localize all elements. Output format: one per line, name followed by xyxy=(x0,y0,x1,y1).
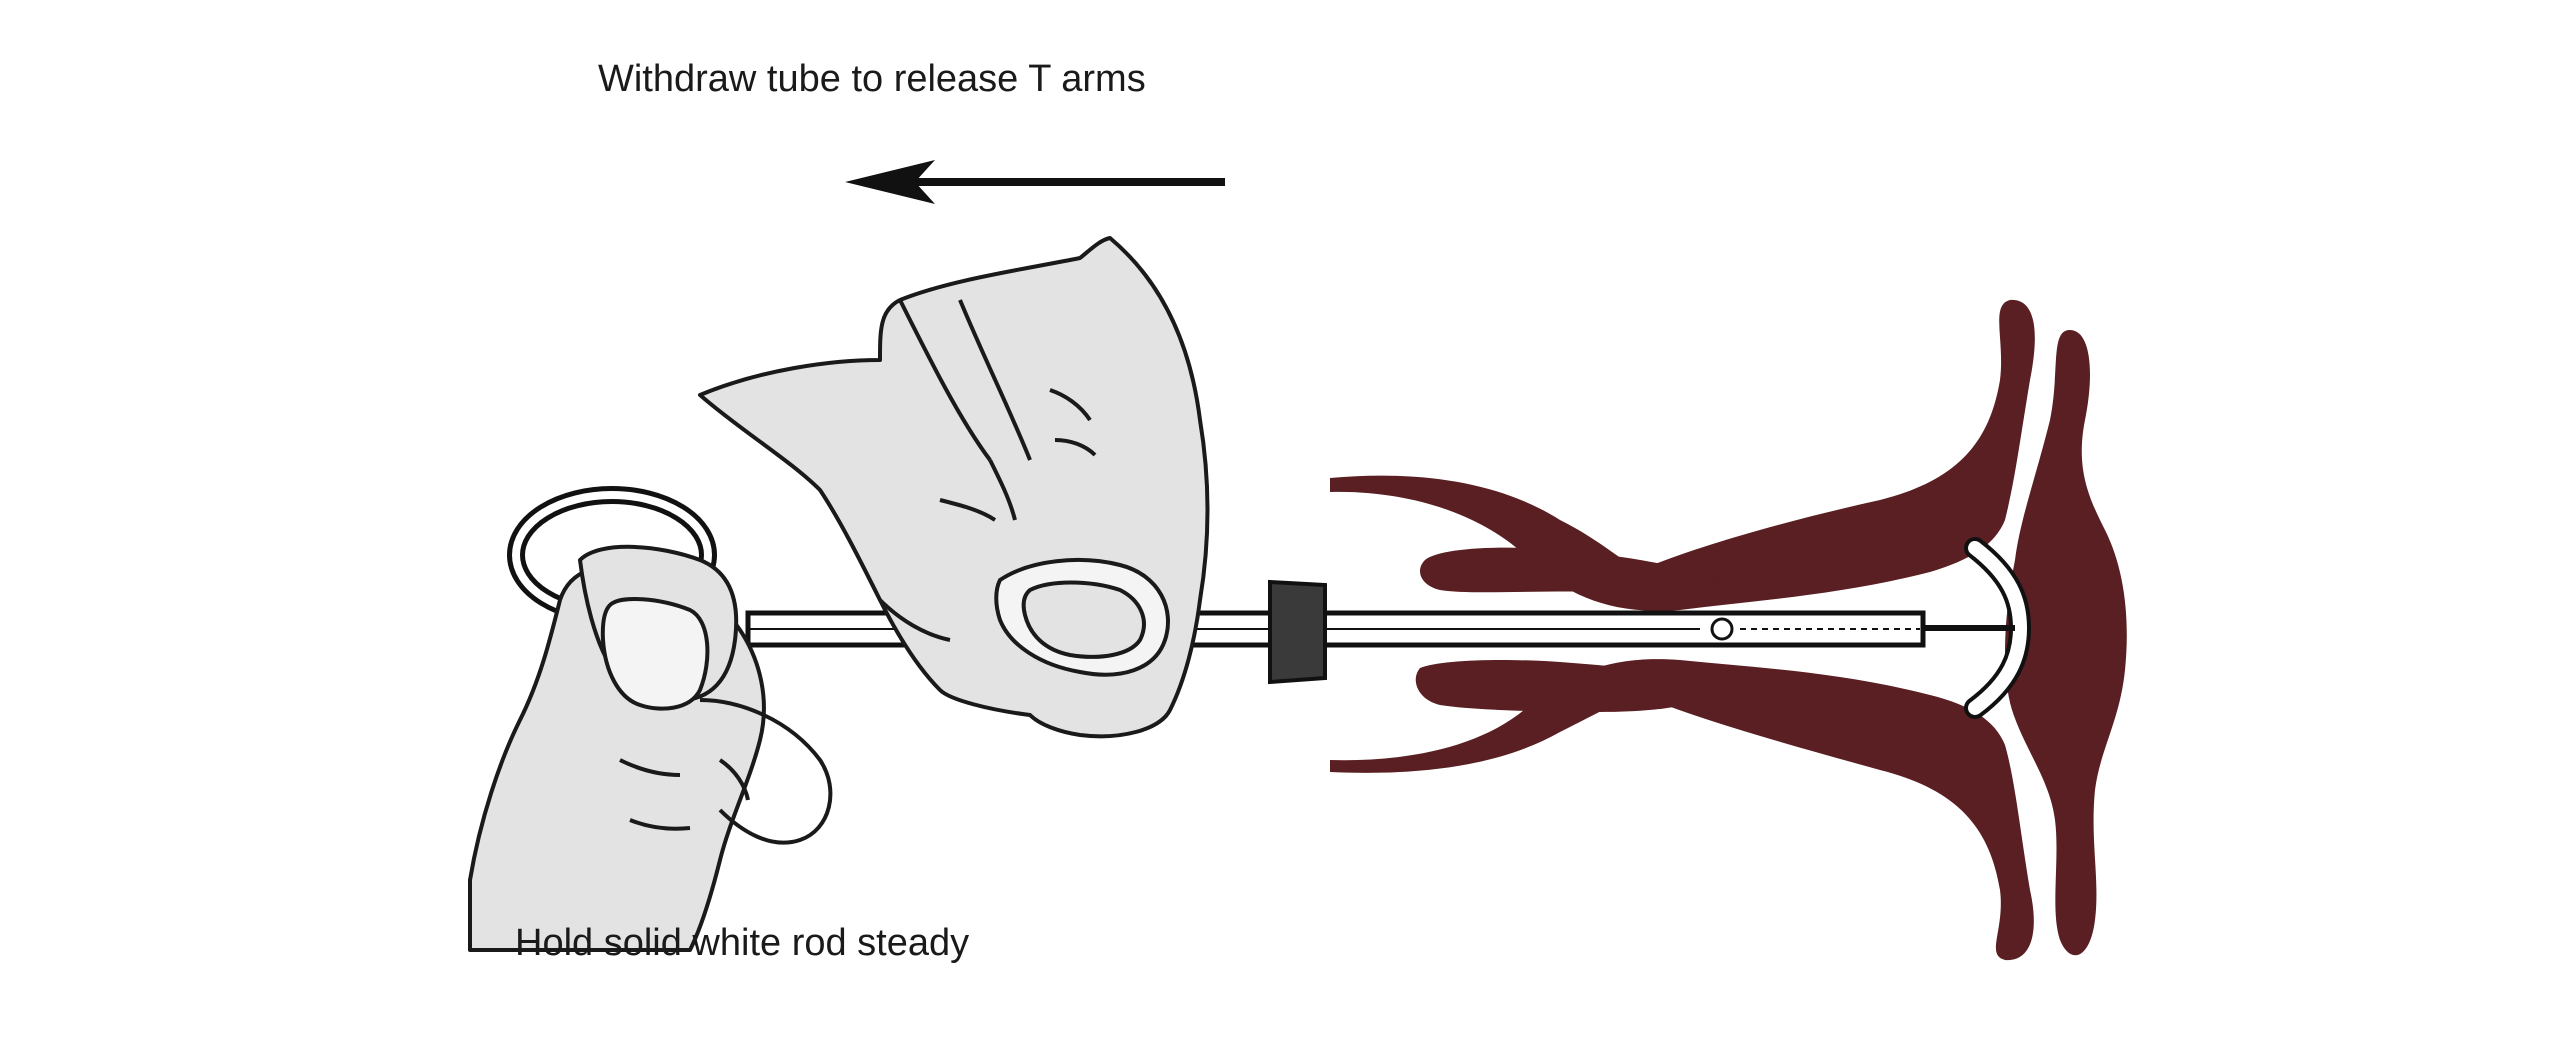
uterus-illustration xyxy=(1330,299,2127,961)
withdraw-arrow xyxy=(845,160,1225,204)
iud-t-arms xyxy=(1920,537,2032,719)
right-hand xyxy=(698,236,1210,739)
caption-withdraw-tube: Withdraw tube to release T arms xyxy=(598,58,1146,100)
left-hand xyxy=(468,544,833,952)
flange-stopper xyxy=(1268,579,1327,685)
caption-hold-rod: Hold solid white rod steady xyxy=(515,922,970,964)
